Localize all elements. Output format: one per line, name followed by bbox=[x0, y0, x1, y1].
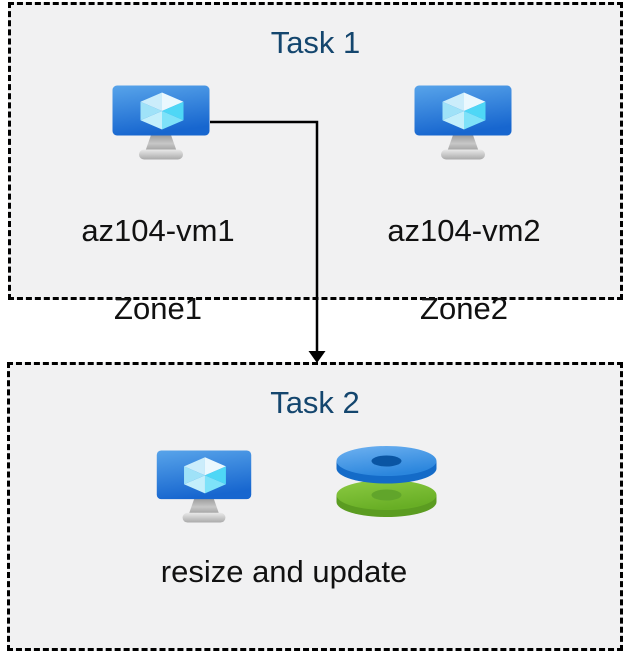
virtual-machine-icon bbox=[112, 85, 210, 161]
task2-title: Task 2 bbox=[270, 385, 360, 420]
task1-title: Task 1 bbox=[270, 25, 361, 60]
task2-caption: resize and update bbox=[160, 554, 408, 589]
vm1-zone: Zone1 bbox=[114, 291, 202, 326]
managed-disks-icon bbox=[336, 444, 437, 518]
vm2-name: az104-vm2 bbox=[387, 213, 541, 248]
vm2-zone: Zone2 bbox=[420, 291, 508, 326]
vm1-name: az104-vm1 bbox=[81, 213, 235, 248]
virtual-machine-icon bbox=[414, 85, 512, 161]
vm2-label: az104-vm2 Zone2 bbox=[344, 172, 584, 367]
vm1-label: az104-vm1 Zone1 bbox=[38, 172, 278, 367]
task2-box: Task 2 bbox=[7, 362, 623, 651]
virtual-machine-icon bbox=[156, 450, 252, 524]
